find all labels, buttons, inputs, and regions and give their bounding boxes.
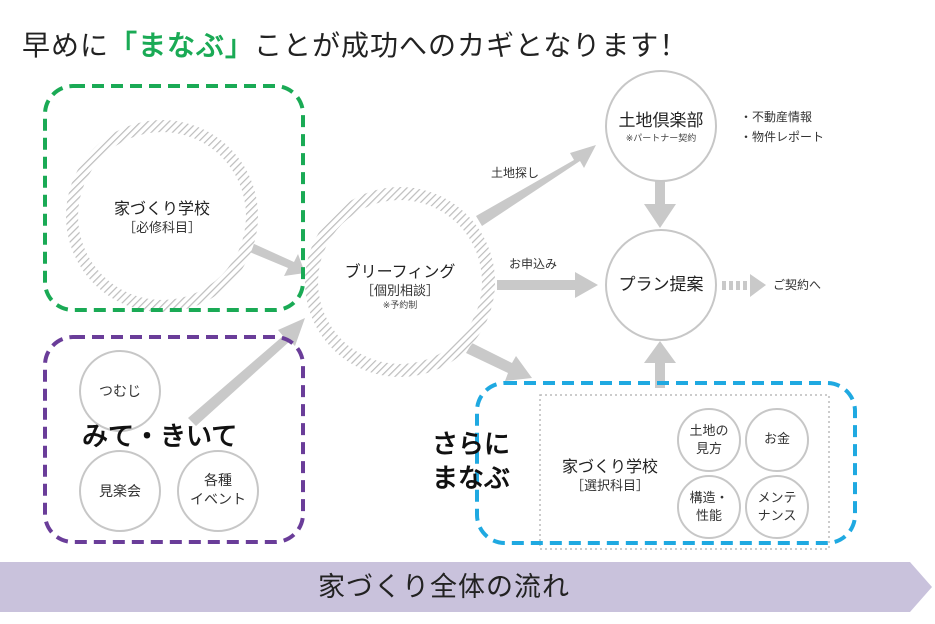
arrow-school2-to-plan: [644, 341, 676, 388]
group-purple: [43, 335, 305, 544]
topic-structure-line1: 構造・: [689, 491, 729, 506]
group-green: [43, 84, 305, 312]
info-real-estate: ・不動産情報: [740, 110, 813, 124]
plan-title: プラン提案: [618, 275, 704, 295]
topic-money-node: お金: [764, 431, 790, 449]
briefing-note: ※予約制: [382, 301, 418, 312]
page-title: 早めに「まなぶ」ことが成功へのカギとなります！: [22, 24, 688, 64]
mite-kiite-callout: みて・きいて: [82, 422, 238, 452]
topic-maintenance-circle: [745, 475, 809, 539]
plan-node: プラン提案: [619, 274, 704, 297]
topic-land-node: 土地の 見方: [689, 423, 728, 458]
miraku-label: 見楽会: [99, 484, 141, 500]
plan-circle: [605, 229, 717, 341]
miraku-node: 見楽会: [99, 483, 141, 502]
topic-structure-line2: 性能: [695, 508, 723, 524]
topic-maintenance-line1: メンテ: [757, 491, 797, 506]
topic-land-line1: 土地の: [689, 424, 729, 439]
group-cyan: [475, 381, 857, 545]
land-club-info: ・不動産情報 ・物件レポート: [740, 107, 824, 148]
flow-bar-label: 家づくり全体の流れ: [318, 572, 570, 603]
miraku-circle: [79, 450, 161, 532]
flow-bar: [0, 562, 932, 612]
arrow-briefing-to-landclub: [476, 145, 596, 226]
title-highlight: 「まなぶ」: [109, 29, 255, 62]
title-suffix: ことが成功へのカギとなります！: [254, 29, 689, 62]
arrow-briefing-to-school2: [466, 343, 532, 381]
topic-structure-circle: [677, 475, 741, 539]
school-optional-title: 家づくり学校: [561, 457, 659, 476]
briefing-inner: [318, 200, 482, 364]
topic-land-circle: [677, 408, 741, 472]
topic-structure-node: 構造・ 性能: [689, 490, 728, 525]
edge-label-land-search: 土地探し: [491, 166, 540, 180]
title-prefix: 早めに: [22, 29, 110, 62]
school-optional-node: 家づくり学校 ［選択科目］: [562, 456, 658, 495]
topic-land-line2: 見方: [695, 441, 723, 457]
school-required-sub: ［必修科目］: [122, 220, 202, 236]
arrow-briefing-to-plan: [497, 272, 598, 298]
land-club-sub: ※パートナー契約: [625, 133, 697, 144]
land-club-node: 土地倶楽部 ※パートナー契約: [619, 110, 704, 145]
briefing-node: ブリーフィング ［個別相談］ ※予約制: [345, 261, 456, 312]
briefing-sub: ［個別相談］: [360, 283, 440, 299]
topic-money-label: お金: [763, 432, 791, 447]
school-optional-box: [539, 394, 830, 550]
sarani-callout-line2: まなぶ: [432, 463, 511, 494]
arrow-landclub-to-plan: [644, 181, 676, 228]
tsumuji-node: つむじ: [99, 383, 141, 402]
sarani-callout-line1: さらに: [432, 430, 511, 460]
sarani-callout: さらに まなぶ: [432, 429, 510, 497]
school-required-inner: [78, 132, 246, 300]
school-required-title: 家づくり学校: [113, 199, 211, 218]
tsumuji-circle: [79, 350, 161, 432]
briefing-title: ブリーフィング: [344, 262, 456, 281]
topic-maintenance-line2: ナンス: [757, 508, 797, 524]
arrow-plan-to-contract: [722, 274, 766, 297]
land-club-circle: [605, 70, 717, 182]
topic-maintenance-node: メンテ ナンス: [757, 490, 796, 525]
topic-money-circle: [745, 408, 809, 472]
edge-label-apply: お申込み: [509, 257, 558, 271]
land-club-title: 土地倶楽部: [618, 111, 704, 131]
info-property-report: ・物件レポート: [740, 130, 825, 145]
events-circle: [177, 450, 259, 532]
events-label-line1: 各種: [204, 473, 232, 489]
tsumuji-label: つむじ: [99, 384, 141, 400]
events-node: 各種 イベント: [190, 472, 246, 510]
school-optional-sub: ［選択科目］: [570, 478, 650, 494]
contract-label: ご契約へ: [773, 278, 822, 292]
school-required-node: 家づくり学校 ［必修科目］: [114, 198, 210, 237]
events-label-line2: イベント: [190, 491, 246, 508]
arrow-mite-to-briefing: [188, 318, 305, 426]
